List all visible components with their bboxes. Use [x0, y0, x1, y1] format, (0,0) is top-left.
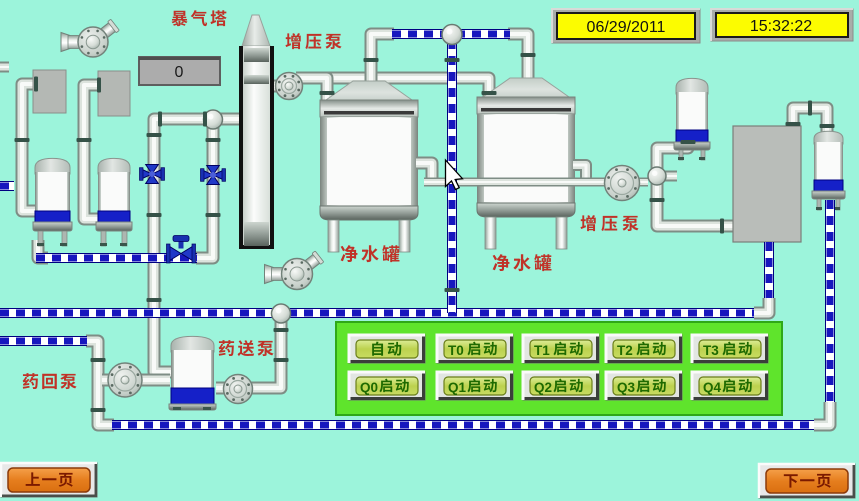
svg-text:Q0: Q0 — [360, 380, 378, 395]
svg-text:06/29/2011: 06/29/2011 — [587, 19, 666, 36]
svg-text:T0: T0 — [448, 343, 464, 358]
svg-text:T2: T2 — [617, 343, 633, 358]
svg-text:15:32:22: 15:32:22 — [750, 18, 812, 35]
svg-text:Q3: Q3 — [617, 380, 636, 395]
svg-text:Q2: Q2 — [534, 380, 552, 395]
svg-text:Q1: Q1 — [448, 380, 467, 395]
svg-text:0: 0 — [175, 64, 184, 81]
svg-text:T3: T3 — [703, 343, 719, 358]
svg-text:Q4: Q4 — [703, 380, 722, 395]
svg-text:T1: T1 — [534, 343, 550, 358]
